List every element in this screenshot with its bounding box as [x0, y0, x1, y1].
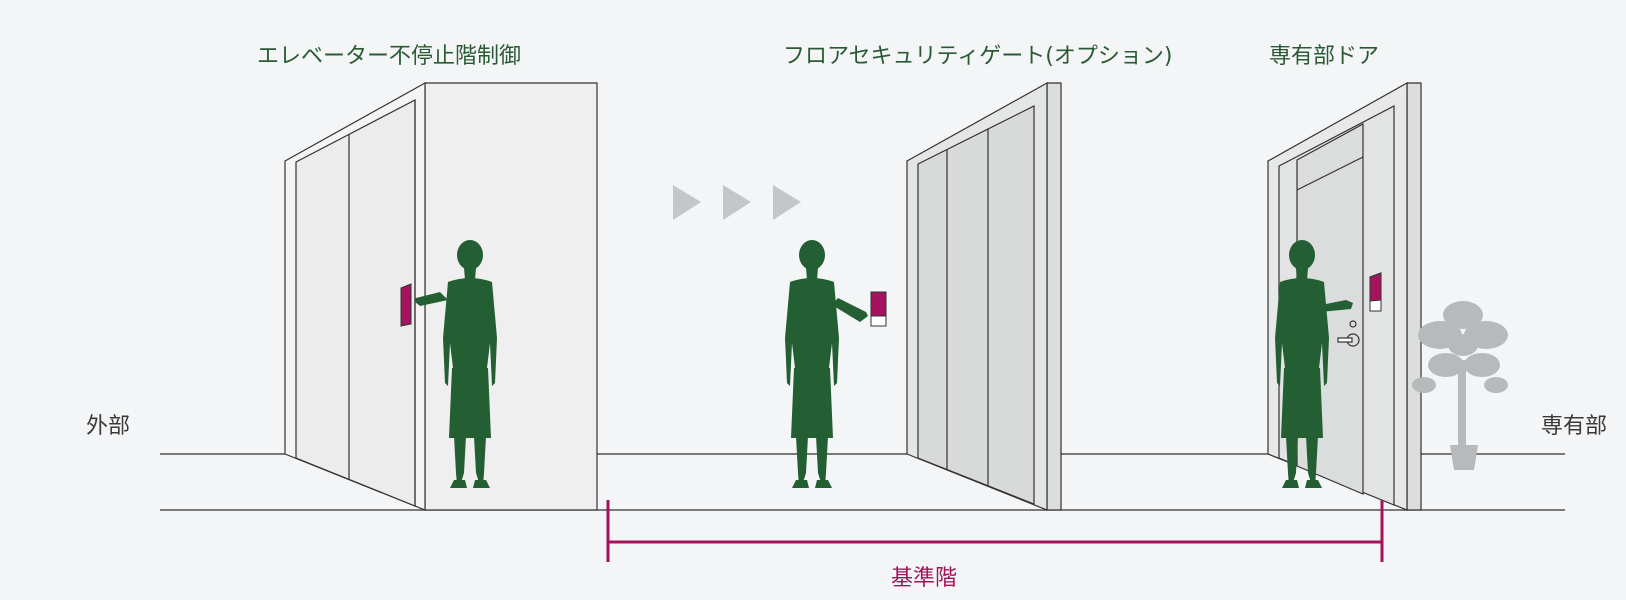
person-silhouette-door	[1275, 240, 1353, 488]
arrow-right-icon	[723, 185, 751, 220]
reference-floor-span	[606, 500, 1384, 562]
title-private-door: 専有部ドア	[1269, 44, 1380, 69]
card-reader-elevator	[400, 283, 412, 327]
floor-gate-illustration	[906, 81, 1062, 511]
arrow-right-icon	[773, 185, 801, 220]
card-reader-door	[1369, 272, 1382, 312]
label-reference-floor: 基準階	[891, 566, 958, 591]
title-floor-security-gate: フロアセキュリティゲート(オプション)	[783, 44, 1173, 69]
person-silhouette-gate	[785, 240, 868, 488]
potted-plant-icon	[1412, 301, 1508, 470]
label-private-area: 専有部	[1541, 414, 1608, 439]
card-reader-gate	[870, 291, 887, 327]
person-silhouette-elevator	[414, 240, 497, 488]
title-elevator-control: エレベーター不停止階制御	[257, 44, 522, 69]
label-outside: 外部	[86, 414, 131, 439]
arrow-right-icon	[673, 185, 701, 220]
flow-arrows	[673, 185, 801, 220]
